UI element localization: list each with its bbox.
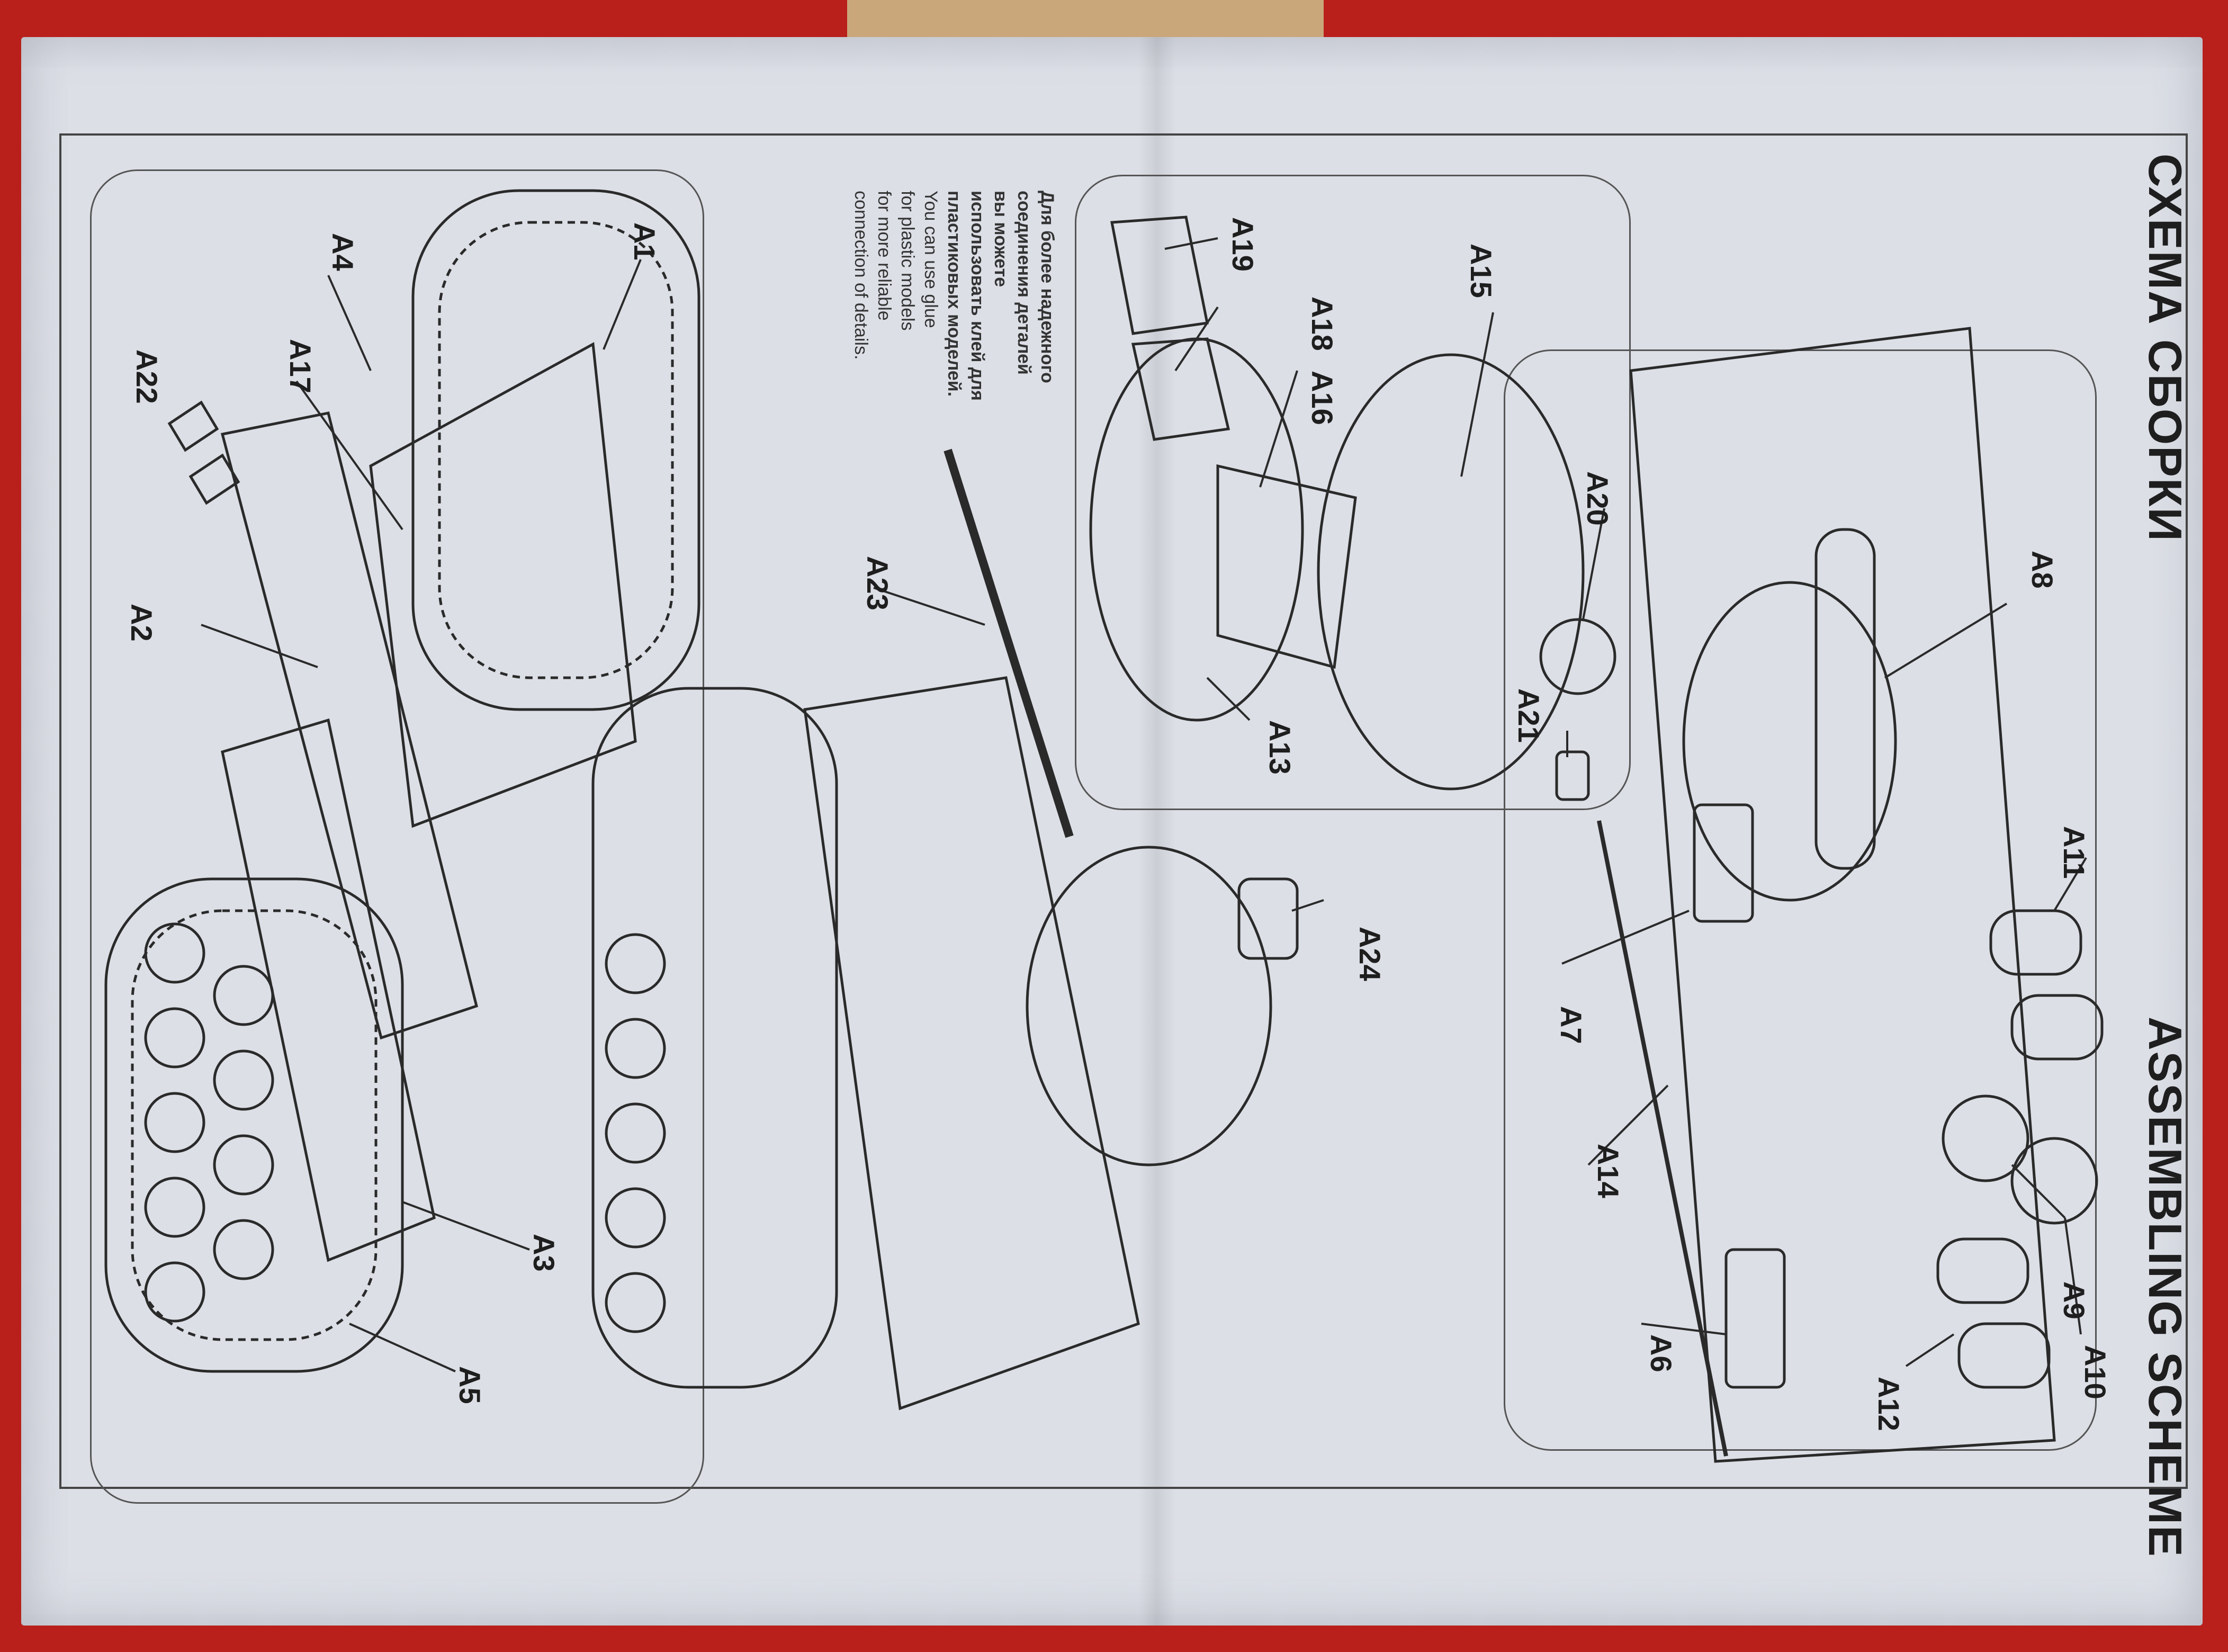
note-ru-line-1: Для более надежного [1037,191,1057,383]
label-a3: A3 [527,1234,561,1272]
label-a11: A11 [2058,826,2091,879]
label-a16: A16 [1306,371,1339,425]
note-ru-line-5: пластиковых моделей. [944,191,964,397]
hatch-a18 [1131,337,1230,441]
hull-floor [220,411,478,1040]
label-a20: A20 [1581,471,1614,526]
fuel-tank-a11-1 [1989,909,2082,976]
label-a2: A2 [125,604,158,642]
label-a1: A1 [628,222,661,261]
label-a13: A13 [1263,720,1297,775]
title-russian: СХЕМА СБОРКИ [2139,154,2191,542]
hatch-a19 [1110,216,1209,335]
label-a22: A22 [130,349,164,404]
rear-hull [1629,327,2056,1463]
label-a17: A17 [284,339,317,393]
hatch-a24 [1237,877,1299,960]
label-a8: A8 [2026,551,2059,589]
assembled-track [591,687,838,1389]
part-a21 [1555,750,1590,801]
note-ru-line-3: вы можете [991,191,1011,288]
label-a24: A24 [1353,927,1387,981]
turret-top [1317,353,1585,791]
label-a21: A21 [1512,688,1546,743]
label-a19: A19 [1226,217,1260,272]
track-left [411,189,700,711]
sheet-fold [1138,37,1175,1626]
road-wheels-lower [144,922,274,1323]
fender-a14 [1597,820,1728,1457]
label-a6: A6 [1645,1334,1678,1372]
hull-side-left [369,342,637,828]
engine-deck [1682,581,1897,902]
note-en-line-4: connection of details. [851,191,871,360]
stowage-box-a6 [1724,1248,1786,1389]
label-a9: A9 [2058,1281,2091,1319]
note-ru-line-2: соединения деталей [1014,191,1034,375]
track-right [104,877,404,1373]
background-cardboard [847,0,1324,42]
stowage-box-a7 [1693,803,1754,923]
instruction-sheet [21,37,2203,1626]
note-en-line-2: for plastic models [897,191,918,331]
gun-barrel [944,448,1074,838]
drum-a10 [2010,1137,2098,1225]
assembled-hull [803,676,1140,1411]
sheet-frame [59,133,2188,1489]
road-wheels-middle [605,933,666,1333]
label-a5: A5 [453,1366,487,1404]
glue-note: Для более надежного соединения деталей в… [849,191,1059,604]
label-a23: A23 [861,556,894,610]
hull-side-right [221,718,436,1262]
label-a14: A14 [1592,1144,1625,1198]
panel-hull-assembly [90,169,704,1504]
fuel-tank-a11-2 [2010,994,2104,1061]
note-en-line-1: You can use glue [921,191,941,328]
note-en-line-3: for more reliable [874,191,894,321]
title-english: ASSEMBLING SCHEME [2139,1017,2191,1558]
fuel-tank-a12-2 [1957,1322,2051,1389]
exhaust-a8 [1814,528,1876,870]
drum-a9 [1942,1094,2029,1182]
panel-turret-assembly [1075,175,1631,810]
small-parts-a22 [167,400,240,505]
assembled-turret [1026,846,1272,1166]
label-a12: A12 [1872,1377,1906,1431]
fuel-tank-a12-1 [1936,1237,2029,1304]
label-a15: A15 [1465,244,1498,298]
note-ru-line-4: использовать клей для [967,191,987,401]
label-a7: A7 [1555,1006,1588,1044]
label-a4: A4 [326,233,360,271]
label-a10: A10 [2079,1345,2112,1399]
turret-ring [1216,464,1357,669]
label-a18: A18 [1306,297,1339,351]
cupola-a20 [1539,618,1616,695]
turret-bottom [1089,337,1304,722]
